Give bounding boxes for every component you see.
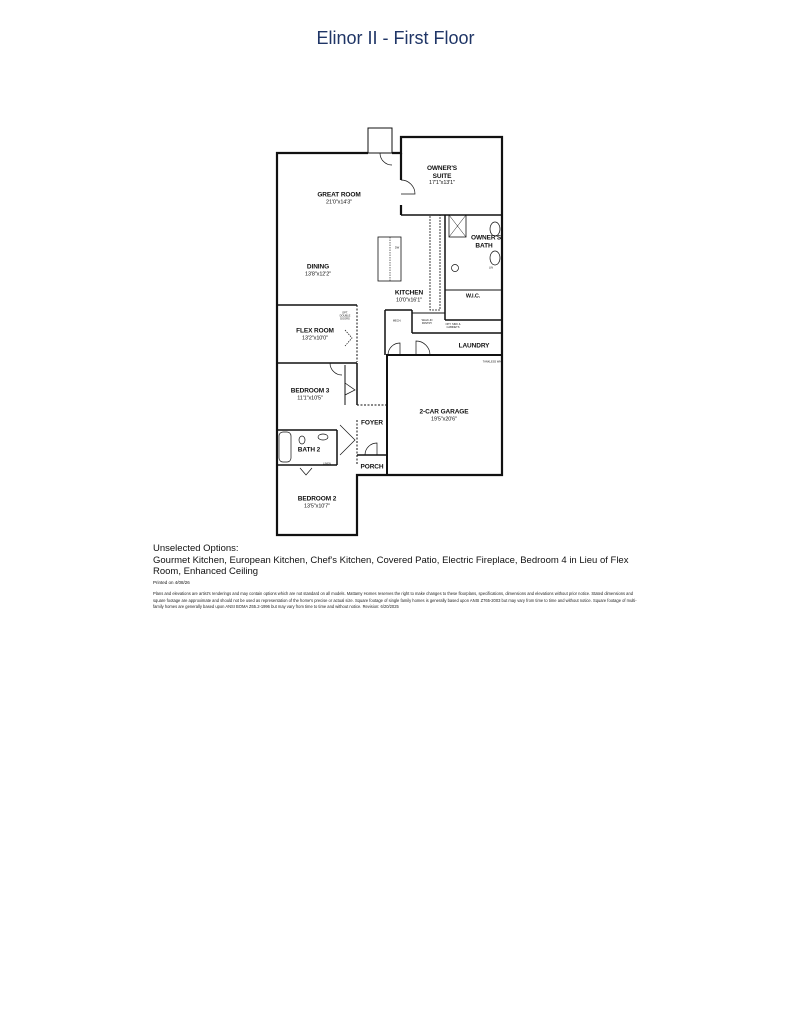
room-owners-bath: OWNER'S BATH: [471, 234, 502, 250]
label-mech: MECH.: [392, 319, 402, 323]
room-dimensions: 17'1"x13'1": [428, 179, 455, 186]
room-dimensions: 10'0"x16'1": [395, 297, 423, 303]
options-heading: Unselected Options:: [153, 543, 239, 554]
exterior-box: [367, 127, 393, 154]
room-wic: W.I.C.: [465, 293, 481, 300]
exterior-wall: [275, 135, 504, 537]
room-name: BEDROOM 3: [290, 387, 330, 395]
room-foyer: FOYER: [361, 419, 383, 427]
options-list: Gourmet Kitchen, European Kitchen, Chef'…: [153, 554, 629, 578]
room-dimensions: 21'0"x14'3": [325, 199, 353, 205]
label-lin: LIN: [488, 266, 494, 270]
room-dimensions: 13'2"x10'0": [301, 335, 328, 341]
label-linen: LINEN: [323, 462, 331, 466]
disclaimer: Plans and elevations are artist's render…: [153, 591, 637, 609]
label-opt-doors: OPT. DOUBLE DOORS: [339, 311, 351, 321]
room-name: KITCHEN: [394, 289, 424, 297]
room-name: 2-CAR GARAGE: [419, 408, 469, 416]
room-name: GREAT ROOM: [317, 191, 361, 199]
room-dimensions: 13'8"x12'2": [304, 271, 332, 277]
room-name: OWNER'S SUITE: [426, 164, 458, 180]
room-porch: PORCH: [360, 463, 384, 471]
room-name: BEDROOM 2: [297, 495, 337, 503]
room-name: DINING: [306, 263, 330, 271]
room-dimensions: 13'5"x10'7": [303, 503, 330, 509]
room-bath-2: BATH 2: [297, 446, 321, 454]
room-name: FLEX ROOM: [296, 327, 334, 335]
label-tankless: TANKLESS WH: [482, 360, 502, 364]
label-dw: DW: [394, 246, 400, 250]
printed-date: Printed on 4/08/26: [153, 580, 190, 585]
room-laundry: LAUNDRY: [458, 342, 490, 350]
room-dimensions: 19'5"x20'6": [430, 416, 457, 422]
unselected-options: Unselected Options: Gourmet Kitchen, Eur…: [153, 543, 643, 578]
label-opt-sink: OPT. SINK & CABINETS: [445, 323, 461, 329]
page-title: Elinor II - First Floor: [316, 28, 475, 48]
room-dimensions: 11'1"x10'5": [297, 395, 323, 401]
label-pantry: WALK-IN PANTRY: [421, 319, 433, 325]
